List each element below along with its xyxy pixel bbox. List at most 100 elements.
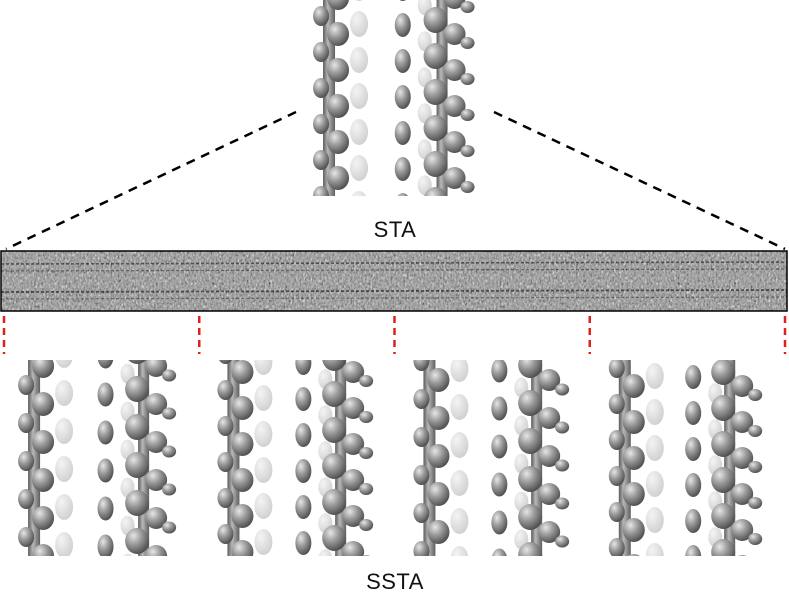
filament-stripe — [1, 296, 787, 300]
density-lobe — [327, 22, 350, 46]
density-lobe — [538, 407, 561, 429]
middle-bead — [491, 434, 508, 459]
density-lobe — [608, 538, 625, 556]
faint-density — [254, 493, 273, 519]
density-lobe — [731, 375, 754, 397]
density-lobe — [313, 42, 330, 62]
density-lobe — [711, 503, 736, 529]
density-lobe — [444, 203, 466, 225]
sta-density-panel — [298, 0, 492, 225]
density-lobe — [322, 489, 347, 515]
faint-density — [350, 11, 369, 37]
filament-tomogram-strip — [0, 250, 788, 312]
density-lobe — [327, 130, 350, 154]
density-lobe — [608, 502, 625, 522]
density-lobe — [427, 406, 450, 430]
density-lobe — [145, 545, 168, 556]
density-lobe — [460, 145, 475, 157]
middle-bead — [685, 401, 702, 425]
faint-density — [318, 549, 332, 556]
density-lobe — [731, 447, 754, 469]
density-lobe — [711, 360, 736, 385]
faint-density — [350, 155, 369, 181]
density-lobe — [427, 444, 450, 468]
density-lobe — [162, 521, 177, 534]
density-lobe — [622, 518, 645, 542]
density-lobe — [32, 506, 55, 530]
faint-density — [254, 385, 273, 411]
middle-bead — [394, 121, 411, 145]
density-lobe — [518, 360, 543, 378]
density-lobe — [622, 446, 645, 470]
density-lobe — [125, 566, 149, 592]
density-lobe — [413, 465, 430, 485]
density-lobe — [32, 468, 55, 492]
density-lobe — [443, 0, 466, 9]
ssta-label: SSTA — [366, 569, 424, 594]
density-lobe — [342, 505, 365, 527]
density-lobe — [711, 431, 736, 457]
density-lobe — [538, 369, 561, 391]
density-lobe — [342, 433, 365, 455]
density-lobe — [413, 389, 430, 409]
density-lobe — [711, 539, 736, 556]
density-lobe — [342, 541, 365, 556]
faint-density — [645, 363, 664, 389]
density-lobe — [125, 452, 150, 478]
faint-density — [450, 470, 469, 496]
density-lobe — [622, 410, 645, 434]
density-lobe — [731, 411, 754, 433]
density-lobe — [443, 59, 466, 81]
density-lobe — [125, 490, 150, 516]
density-lobe — [217, 380, 234, 400]
faint-density — [350, 47, 369, 73]
faint-density — [350, 119, 369, 145]
dashed-connector-left — [5, 110, 297, 251]
faint-density — [55, 456, 74, 482]
middle-bead — [97, 360, 114, 369]
faint-density — [514, 568, 528, 588]
density-lobe — [32, 582, 54, 602]
density-lobe — [427, 482, 450, 506]
filament-stripe — [1, 268, 787, 272]
density-lobe — [443, 95, 466, 117]
faint-density — [645, 435, 664, 461]
faint-density — [254, 565, 272, 591]
density-lobe — [443, 131, 466, 153]
middle-bead — [295, 495, 312, 519]
sta-label: STA — [373, 217, 417, 242]
density-lobe — [622, 482, 645, 506]
density-lobe — [231, 432, 254, 456]
density-lobe — [518, 390, 543, 416]
density-lobe — [413, 541, 430, 556]
middle-bead — [295, 423, 312, 447]
density-lobe — [748, 533, 763, 545]
faint-density — [450, 360, 469, 382]
density-lobe — [342, 361, 365, 383]
middle-bead — [97, 420, 114, 445]
density-lobe — [748, 497, 763, 509]
density-lobe — [231, 576, 253, 600]
density-lobe — [359, 519, 374, 531]
density-lobe — [423, 79, 448, 105]
faint-density — [254, 529, 273, 555]
density-lobe — [518, 466, 543, 492]
middle-bead — [295, 360, 312, 375]
density-lobe — [219, 360, 232, 364]
density-lobe — [145, 431, 168, 453]
faint-density — [645, 543, 664, 556]
density-lobe — [18, 413, 35, 433]
density-lobe — [32, 392, 55, 416]
density-lobe — [327, 166, 350, 190]
middle-bead — [491, 472, 508, 497]
density-lobe — [217, 452, 234, 472]
density-lobe — [125, 528, 150, 554]
density-lobe — [555, 459, 570, 472]
density-lobe — [362, 555, 371, 556]
density-lobe — [322, 360, 347, 371]
faint-density — [122, 553, 133, 556]
density-lobe — [427, 368, 450, 392]
density-lobe — [32, 430, 55, 454]
middle-bead — [394, 157, 411, 181]
